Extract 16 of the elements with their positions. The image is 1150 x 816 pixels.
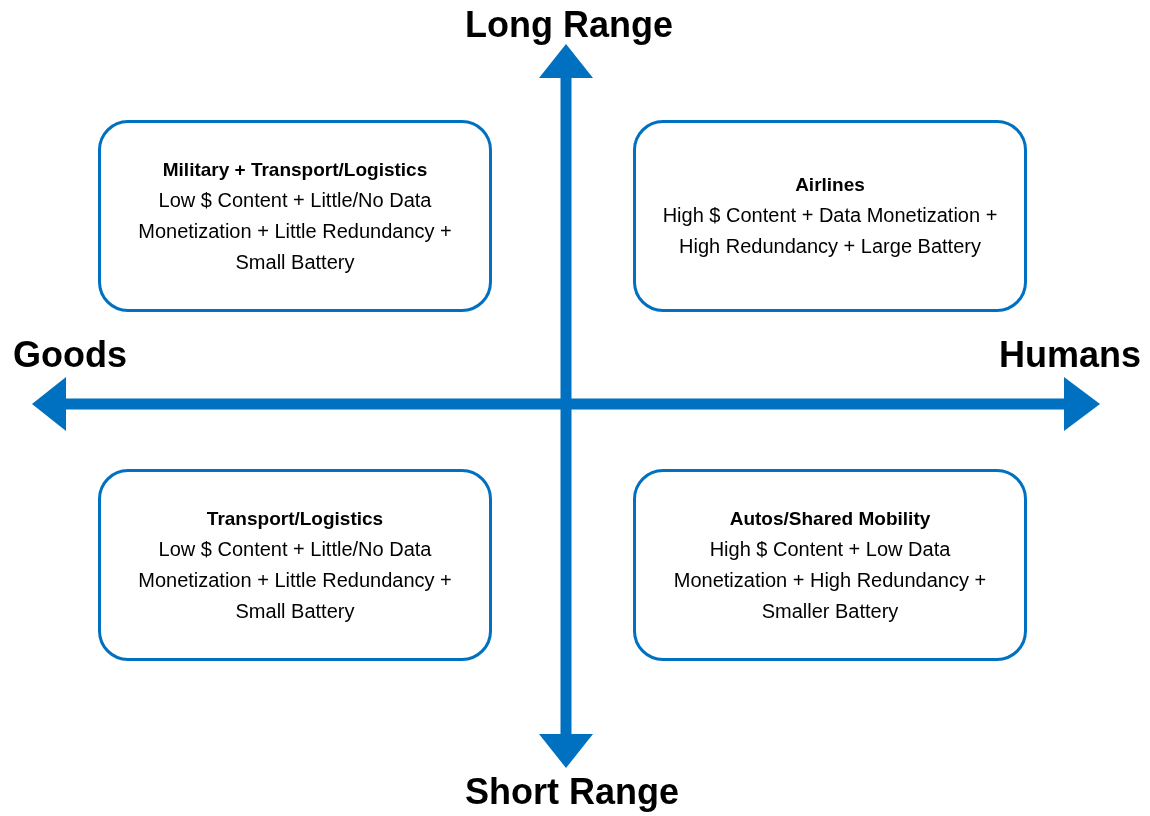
card-heading: Transport/Logistics [206, 506, 384, 531]
quadrant-card [633, 120, 1027, 312]
quadrant-card [633, 469, 1027, 661]
card-description: Low $ Content + Little/No Data Monetization + Little Redundancy + Small Battery [137, 187, 453, 275]
quadrant-card [98, 469, 492, 661]
axis-label: Goods [13, 334, 127, 376]
card-heading: Military + Transport/Logistics [162, 157, 428, 182]
axis-label: Humans [999, 334, 1141, 376]
card-description: High $ Content + Data Monetization + High Redundancy + Large Battery [661, 203, 999, 259]
axis-label: Long Range [465, 4, 673, 46]
card-heading: Autos/Shared Mobility [729, 506, 931, 531]
card-description: Low $ Content + Little/No Data Monetization + Little Redundancy + Small Battery [137, 536, 453, 624]
card-description: High $ Content + Low Data Monetization + High Redundancy + Smaller Battery [672, 536, 988, 624]
quadrant-card [98, 120, 492, 312]
card-heading: Airlines [795, 173, 865, 197]
axis-label: Short Range [465, 771, 679, 813]
